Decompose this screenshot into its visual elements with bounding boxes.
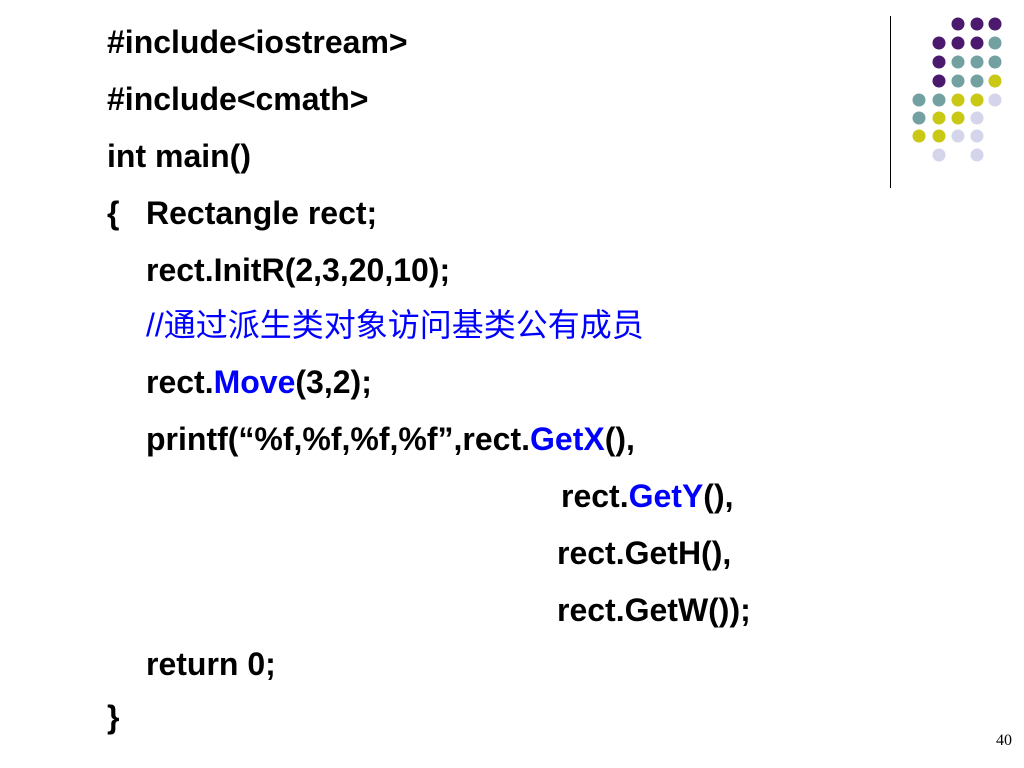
decorative-dot	[932, 74, 946, 88]
decorative-dot	[970, 17, 984, 31]
code-text: printf(“%f,%f,%f,%f”,rect.	[146, 421, 530, 457]
code-line-main: int main()	[107, 138, 251, 174]
decorative-dot	[951, 111, 965, 125]
decorative-dot	[988, 93, 1002, 107]
decorative-dot	[970, 93, 984, 107]
decorative-dot	[951, 36, 965, 50]
code-line-include-cmath: #include<cmath>	[107, 81, 369, 117]
decorative-dot-grid	[912, 17, 1002, 162]
decorative-dot	[988, 17, 1002, 31]
decorative-dot	[932, 111, 946, 125]
decorative-dot	[932, 36, 946, 50]
decorative-dot	[988, 74, 1002, 88]
code-line-getw: rect.GetW());	[557, 592, 751, 628]
decorative-dot	[970, 36, 984, 50]
decorative-dot	[951, 129, 965, 143]
code-line-close-brace: }	[107, 699, 120, 735]
decorative-dot	[912, 111, 926, 125]
code-line-printf: printf(“%f,%f,%f,%f”,rect.GetX(),	[146, 419, 635, 459]
decorative-dot	[932, 55, 946, 69]
code-text: rect.	[146, 364, 214, 400]
decorative-dot	[932, 148, 946, 162]
code-line-include-iostream: #include<iostream>	[107, 24, 408, 60]
code-text: rect.	[561, 478, 629, 514]
decorative-dot	[970, 129, 984, 143]
decorative-divider-line	[890, 16, 891, 188]
page-number: 40	[996, 732, 1012, 749]
decorative-dot	[970, 111, 984, 125]
code-line-move: rect.Move(3,2);	[146, 362, 372, 402]
code-highlight-move: Move	[213, 364, 296, 400]
decorative-dot	[970, 55, 984, 69]
code-line-rectangle-decl: Rectangle rect;	[146, 195, 378, 231]
code-line-open-brace: {	[107, 195, 120, 231]
decorative-dot	[951, 74, 965, 88]
decorative-dot	[912, 93, 926, 107]
decorative-dot	[988, 55, 1002, 69]
code-text: (),	[604, 421, 635, 457]
decorative-dot	[951, 93, 965, 107]
code-text: (3,2);	[295, 364, 372, 400]
code-line-geth: rect.GetH(),	[557, 535, 732, 571]
decorative-dot	[988, 36, 1002, 50]
code-highlight-getx: GetX	[530, 421, 605, 457]
code-line-comment: //通过派生类对象访问基类公有成员	[146, 307, 644, 343]
code-highlight-gety: GetY	[628, 478, 704, 514]
decorative-dot	[970, 74, 984, 88]
decorative-dot	[951, 17, 965, 31]
code-line-return: return 0;	[146, 646, 276, 682]
decorative-dot	[912, 129, 926, 143]
code-line-initr: rect.InitR(2,3,20,10);	[146, 252, 451, 288]
code-line-gety: rect.GetY(),	[561, 476, 733, 516]
decorative-dot	[932, 93, 946, 107]
decorative-dot	[951, 55, 965, 69]
decorative-dot	[970, 148, 984, 162]
decorative-dot	[932, 129, 946, 143]
code-text: (),	[703, 478, 734, 514]
